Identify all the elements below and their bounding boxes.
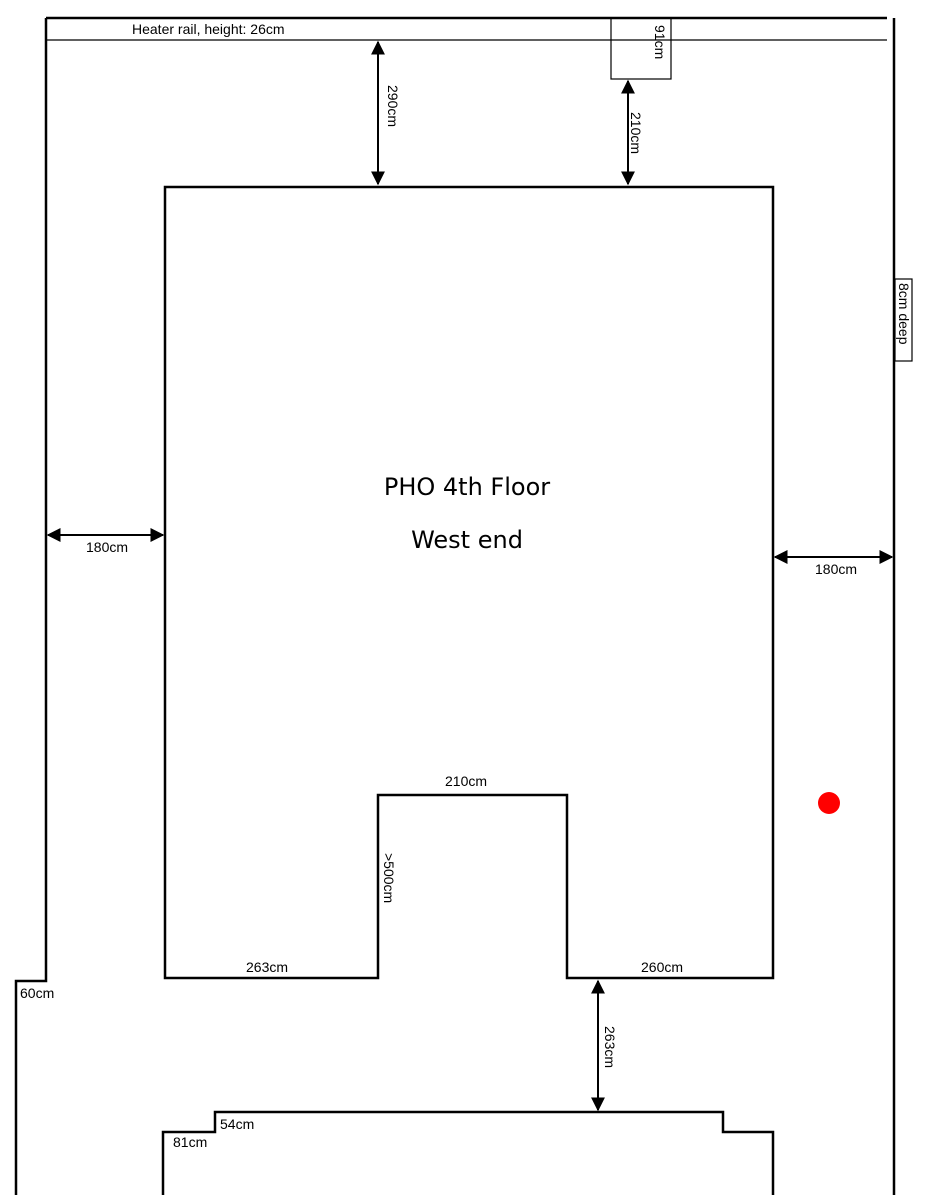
bottom-right-edge-label: 260cm	[641, 959, 683, 975]
lower-structure-outline	[161, 1110, 775, 1195]
heater-rail-label: Heater rail, height: 26cm	[132, 21, 285, 37]
left-step-label: 60cm	[20, 985, 54, 1001]
notch-width-label: 210cm	[445, 773, 487, 789]
bottom-left-edge-label: 263cm	[246, 959, 288, 975]
top-box	[610, 17, 672, 80]
top-gap-left-label: 290cm	[385, 85, 401, 127]
lower-step-left-label: 81cm	[173, 1134, 207, 1150]
top-box-width-label: 91cm	[652, 25, 668, 59]
notch-depth-label: >500cm	[381, 853, 397, 903]
room-title: PHO 4th Floor	[384, 473, 550, 501]
top-gap-right-label: 210cm	[628, 112, 644, 154]
bottom-gap-label: 263cm	[602, 1026, 618, 1068]
right-wall-depth-label: 8cm deep	[896, 283, 912, 345]
lower-step-small-label: 54cm	[220, 1116, 254, 1132]
room-outline	[163, 185, 775, 980]
left-gap-label: 180cm	[86, 539, 128, 555]
location-marker	[818, 792, 840, 814]
room-subtitle: West end	[411, 526, 523, 554]
right-gap-label: 180cm	[815, 561, 857, 577]
right-wall-depth-box	[894, 278, 913, 362]
left-outer-wall	[14, 18, 48, 1195]
